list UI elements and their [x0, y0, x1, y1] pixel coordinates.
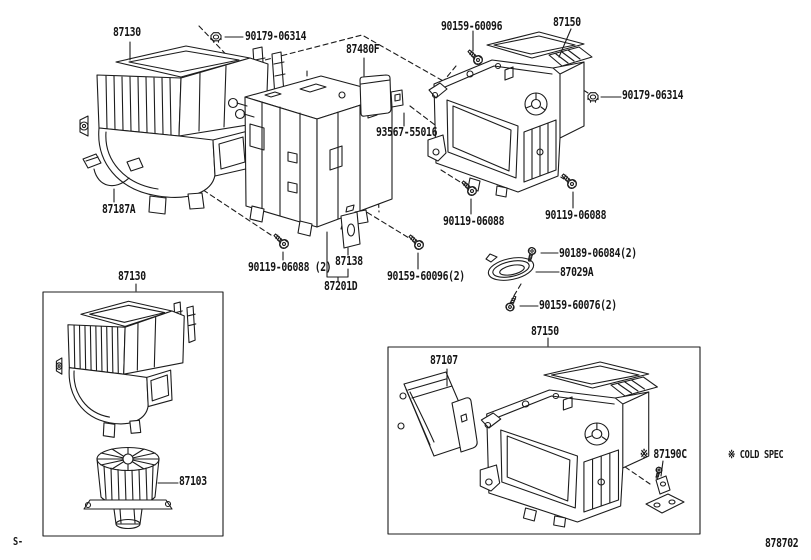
callout-87187A[interactable]: 87187A [102, 201, 136, 216]
callout-87130-detail[interactable]: 87130 [118, 268, 146, 283]
bracket-87138-drawing [341, 205, 360, 248]
callout-90159-60076-qty2[interactable]: 90159-60076(2) [539, 297, 617, 312]
callout-87480F[interactable]: 87480F [346, 41, 380, 56]
callout-87150-detail[interactable]: 87150 [531, 323, 559, 338]
wire-harness-drawing [83, 154, 143, 186]
detail-box-87150 [388, 347, 700, 534]
callout-90119-06088-left[interactable]: 90119-06088 [443, 213, 505, 228]
cold-spec-note: ※ COLD SPEC [728, 448, 784, 461]
drawing-number: 878702 [765, 535, 799, 550]
callout-90179-06314-top[interactable]: 90179-06314 [245, 28, 307, 43]
callout-90189-06084-qty2[interactable]: 90189-06084(2) [559, 245, 637, 260]
callout-90159-60096[interactable]: 90159-60096 [441, 18, 503, 33]
callout-87130-main[interactable]: 87130 [113, 24, 141, 39]
blower-motor-drawing [84, 448, 172, 529]
detail-box-87130 [43, 292, 223, 536]
callout-87138[interactable]: 87138 [335, 253, 363, 268]
sheet-prefix: S- [13, 535, 23, 548]
callout-90179-06314-right[interactable]: 90179-06314 [622, 87, 684, 102]
callout-87201D[interactable]: 87201D [324, 278, 358, 293]
heater-unit-drawing [229, 76, 393, 236]
callout-87107[interactable]: 87107 [430, 352, 458, 367]
relay-drawing [360, 75, 403, 116]
callout-90119-06088-qty2[interactable]: 90119-06088 (2) [248, 259, 332, 274]
callout-93567-55016[interactable]: 93567-55016 [376, 124, 438, 139]
callout-87190C[interactable]: ※ 87190C [640, 446, 687, 461]
callout-90159-60096-qty2[interactable]: 90159-60096(2) [387, 268, 465, 283]
packing-plate-drawing [486, 254, 536, 284]
clamp-87190c-drawing [646, 466, 684, 513]
leader-lines [114, 29, 663, 483]
callout-90119-06088-right[interactable]: 90119-06088 [545, 207, 607, 222]
callout-87150-main[interactable]: 87150 [553, 14, 581, 29]
callout-87029A[interactable]: 87029A [560, 264, 594, 279]
radiator-drawing [398, 372, 477, 456]
callout-87103[interactable]: 87103 [179, 473, 207, 488]
